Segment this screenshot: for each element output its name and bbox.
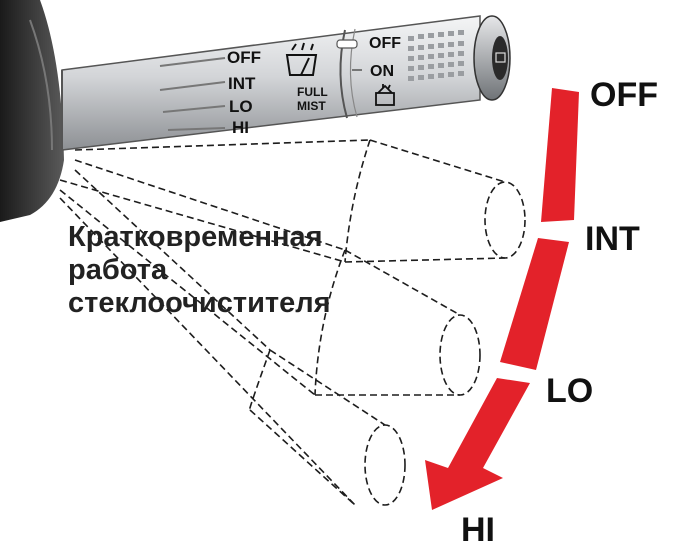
ghost-lever-int <box>59 139 526 263</box>
ghost-lever-hi <box>59 169 406 506</box>
mist-label-full: FULL <box>297 85 328 99</box>
arrow-segment-lo <box>425 378 530 510</box>
motion-arrow <box>425 88 579 510</box>
mist-label-mist: MIST <box>297 99 326 113</box>
washer-icon <box>495 52 506 63</box>
mist-wiper-icon <box>285 42 318 76</box>
caption-line-3: стеклоочистителя <box>68 287 331 319</box>
lever-mark-off: OFF <box>227 48 261 67</box>
lever-mark-int: INT <box>228 74 256 93</box>
caption-mist-wiper: Кратковременная работа стеклоочистителя <box>68 221 368 320</box>
lever-mark-lo: LO <box>229 97 253 116</box>
grip-texture <box>408 30 464 81</box>
column-housing <box>0 0 64 222</box>
ghost-positions <box>59 139 526 506</box>
wiper-lever <box>61 15 511 151</box>
position-label-int: INT <box>585 220 640 258</box>
washer-spray-icon <box>375 84 395 106</box>
lever-mark-right-off: OFF <box>369 35 401 52</box>
lever-mark-hi: HI <box>232 118 249 137</box>
arrow-segment-off <box>541 88 579 222</box>
caption-line-1: Кратковременная <box>68 221 323 253</box>
position-label-hi: HI <box>461 511 495 549</box>
caption-line-2: работа <box>68 254 168 286</box>
position-label-lo: LO <box>546 372 594 410</box>
position-label-off: OFF <box>590 76 658 114</box>
lever-mark-right-on: ON <box>370 63 394 80</box>
arrow-segment-int <box>500 238 569 370</box>
